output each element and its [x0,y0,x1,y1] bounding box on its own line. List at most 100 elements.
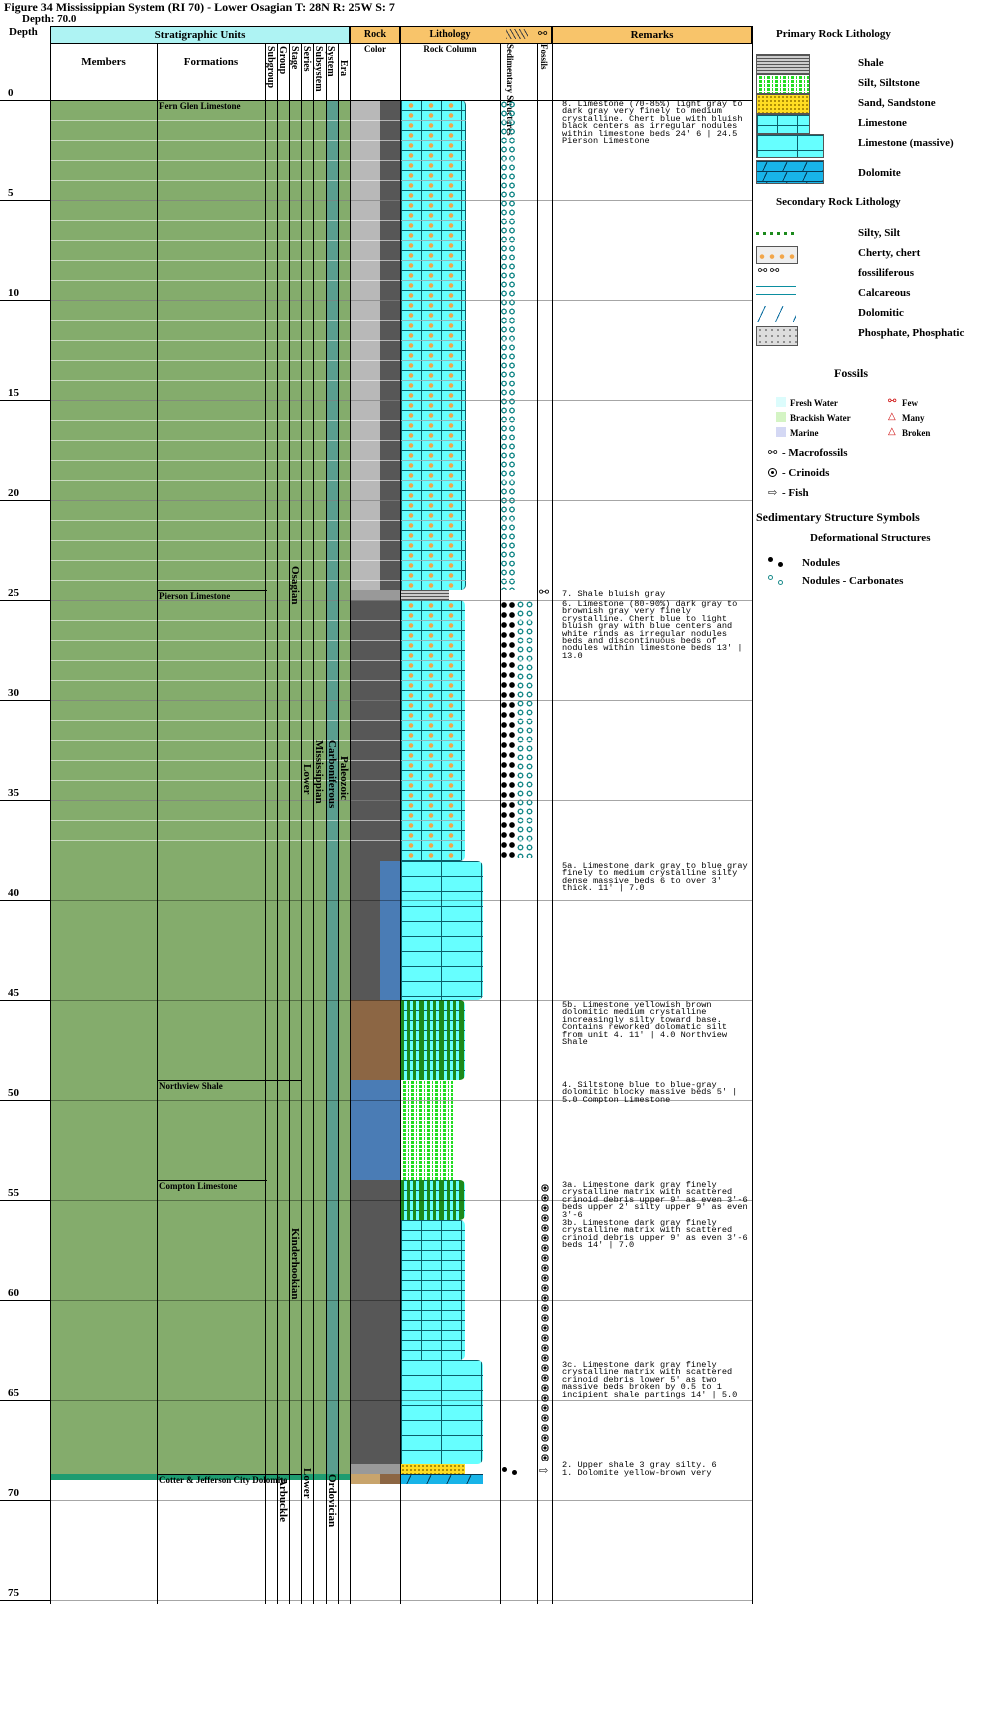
rock-color-tan [350,1474,380,1484]
grid-line [50,760,752,761]
grid-line [50,200,752,201]
depth-tick-label: 45 [8,987,19,999]
grid-line [50,840,752,841]
rock-color-dark4 [350,1180,400,1464]
depth-grid-line [50,1400,752,1401]
legend-many: Many [902,413,925,423]
col-line-depth-right [50,26,51,1604]
col-line-subgroup [277,44,278,1604]
depth-tick-line [0,1400,50,1401]
remark-unit5b: 5b. Limestone yellowish brown dolomitic … [562,1000,733,1048]
grid-line [50,500,752,501]
legend-fossils-title: Fossils [834,366,869,380]
col-line-remarks [752,26,753,1604]
depth-grid-line [50,400,752,401]
col-line-stage [301,44,302,1604]
depth-tick-line [0,500,50,501]
depth-tick-label: 35 [8,787,19,799]
depth-tick-label: 25 [8,587,19,599]
group-arbuckle: Arbuckle [277,1478,289,1522]
depth-tick-line [0,1500,50,1501]
nodule-black-2 [512,1470,517,1475]
col-line-color [400,26,401,1604]
grid-line [50,620,752,621]
legend-swatch-phosphatic [756,326,798,346]
grid-line [50,360,752,361]
grid-line [50,320,752,321]
depth-tick-line [0,100,50,101]
nodules-carbonate-upper [500,100,516,590]
depth-tick-label: 10 [8,287,19,299]
rock-color-brown [350,1000,400,1080]
series-lower-ordovician: Lower [301,1468,313,1499]
depth-tick-line [0,1600,50,1601]
depth-tick-line [0,900,50,901]
rock-color-dark3 [350,861,380,1000]
figure-title: Figure 34 Mississippian System (RI 70) -… [4,0,395,14]
stage-osagian: Osagian [289,566,301,605]
remark-unit2: 2. Upper shale 3 gray silty. 6 [562,1460,717,1470]
depth-tick-label: 15 [8,387,19,399]
depth-tick-label: 75 [8,1587,19,1599]
depth-tick-line [0,200,50,201]
boundary-compton [157,1180,267,1181]
lith-silty-limestone-5b [401,1000,465,1080]
col-line-system [338,44,339,1604]
nodules-icon-1 [768,557,773,562]
subsystem-label: Subsystem [313,46,324,92]
depth-tick-label: 30 [8,687,19,699]
depth-tick-label: 0 [8,87,14,99]
remark-unit3b: 3b. Limestone dark gray finely crystalli… [562,1218,753,1251]
depth-tick-line [0,700,50,701]
grid-line [50,600,752,601]
depth-grid-line [50,300,752,301]
grid-line [50,420,752,421]
legend-swatch-dolomite [756,160,824,184]
depth-tick-label: 50 [8,1087,19,1099]
grid-line [50,240,752,241]
depth-tick-label: 20 [8,487,19,499]
col-line-formations [265,44,266,1604]
grid-line [50,740,752,741]
legend-silty: Silty, Silt [858,227,901,239]
grid-line [50,780,752,781]
formation-label-compton: Compton Limestone [159,1181,238,1191]
subsystem-mississippian: Mississippian [313,740,325,804]
fossil-header-icon: ⚯ [538,28,548,40]
depth-tick-line [0,1200,50,1201]
depth-grid-line [50,1100,752,1101]
legend-limestone: Limestone [858,117,907,129]
rock-color-gray [350,1464,400,1474]
col-line-group [289,44,290,1604]
rock-color-dark [380,100,400,590]
formation-label-fern-glen: Fern Glen Limestone [159,101,241,111]
legend-swatch-cherty [756,246,798,264]
legend-fossiliferous: fossiliferous [858,267,915,279]
lith-massive-limestone-3c [401,1360,483,1464]
legend-swatch-sand [756,94,810,114]
grid-line [50,380,752,381]
legend-few: Few [902,398,918,408]
legend-marine: Marine [790,428,819,438]
legend-limestone-massive: Limestone (massive) [858,137,954,149]
legend-primary-title: Primary Rock Lithology [776,28,891,40]
crinoid-icon [768,468,777,477]
legend-swatch-limestone-massive [756,134,824,158]
remark-unit3c: 3c. Limestone dark gray finely crystalli… [562,1360,738,1400]
lith-siltstone-unit4 [401,1080,453,1180]
grid-line [50,540,752,541]
crinoids-column [540,1183,550,1461]
nodules-icon-2 [778,562,783,567]
grid-line [50,140,752,141]
rock-label: Rock [363,29,387,40]
nodules-carb-icon-1 [768,575,773,580]
fossils-label: Fossils [539,44,549,70]
depth-grid-line [50,200,752,201]
legend-phosphatic: Phosphate, Phosphatic [858,327,965,339]
series-label: Series [301,46,312,72]
col-line-sed [537,44,538,1604]
grid-line [50,280,752,281]
remark-unit4: 4. Siltstone blue to blue-gray dolomitic… [562,1080,743,1105]
col-line-series [313,44,314,1604]
system-carboniferous: Carboniferous [326,740,338,809]
